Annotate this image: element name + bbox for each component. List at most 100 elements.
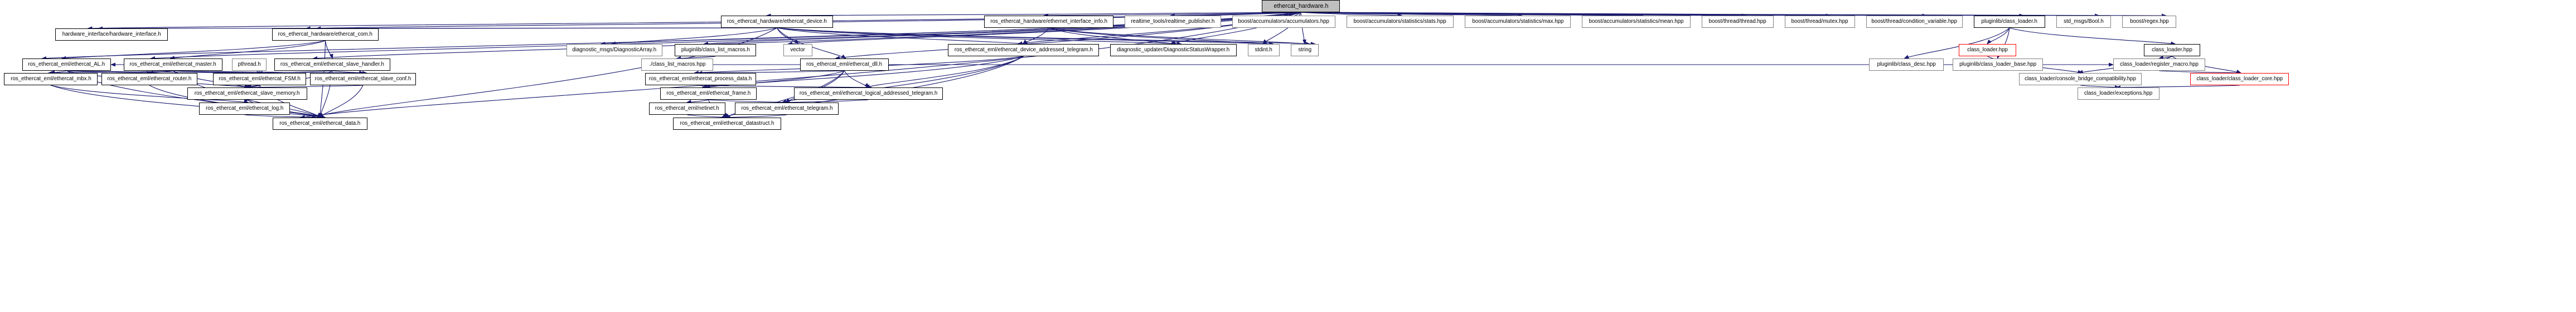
graph-node[interactable]: ros_ethercat_eml/ethercat_frame.h <box>660 87 757 100</box>
graph-node-label: ros_ethercat_eml/ethercat_AL.h <box>28 61 105 67</box>
graph-edge <box>777 27 1182 46</box>
graph-node[interactable]: pluginlib/class_desc.hpp <box>1869 58 1944 71</box>
graph-node[interactable]: hardware_interface/hardware_interface.h <box>55 28 168 41</box>
graph-node[interactable]: boost/regex.hpp <box>2122 16 2176 28</box>
graph-edge <box>1048 27 1269 46</box>
graph-edge <box>777 27 1274 46</box>
graph-node[interactable]: ros_ethercat_eml/ethercat_router.h <box>101 73 197 85</box>
graph-node-label: class_loader/register_macro.hpp <box>2120 61 2199 67</box>
graph-node[interactable]: boost/accumulators/statistics/max.hpp <box>1465 16 1571 28</box>
graph-node[interactable]: ros_ethercat_eml/ethercat_mbx.h <box>4 73 98 85</box>
graph-node[interactable]: boost/accumulators/accumulators.hpp <box>1232 16 1335 28</box>
graph-node[interactable]: ros_ethercat_hardware/ethercat_device.h <box>721 16 833 28</box>
graph-node-label: ros_ethercat_eml/ethercat_router.h <box>107 76 192 82</box>
graph-edge <box>87 12 1301 31</box>
graph-node-label: hardware_interface/hardware_interface.h <box>62 31 161 37</box>
graph-edge <box>1022 27 1049 45</box>
graph-node[interactable]: ros_ethercat_eml/ethercat_device_address… <box>948 44 1099 56</box>
graph-node[interactable]: ros_ethercat_eml/ethercat_slave_memory.h <box>187 87 307 100</box>
graph-node-label: boost/thread/mutex.hpp <box>1791 18 1848 25</box>
graph-node[interactable]: ros_ethercat_eml/ethercat_AL.h <box>22 58 111 71</box>
graph-node[interactable]: pluginlib/class_loader_base.hpp <box>1953 58 2043 71</box>
graph-node-label: ros_ethercat_hardware/ethernet_interface… <box>990 18 1107 25</box>
graph-node[interactable]: ros_ethercat_eml/ethercat_process_data.h <box>645 73 756 85</box>
graph-node-label: boost/accumulators/statistics/max.hpp <box>1472 18 1563 25</box>
graph-node-label: class_loader/exceptions.hpp <box>2084 90 2153 96</box>
graph-node[interactable]: diagnostic_msgs/DiagnosticArray.h <box>566 44 662 56</box>
graph-node[interactable]: class_loader.hpp <box>2144 44 2200 56</box>
graph-edge <box>170 40 326 60</box>
graph-node-label: ros_ethercat_eml/ethercat_dll.h <box>806 61 883 67</box>
graph-node[interactable]: class_loader/class_loader_core.hpp <box>2190 73 2289 85</box>
graph-node-label: pluginlib/class_list_macros.h <box>681 47 750 53</box>
graph-node-label: ros_ethercat_hardware/ethercat_com.h <box>278 31 373 37</box>
graph-node[interactable]: diagnostic_updater/DiagnosticStatusWrapp… <box>1110 44 1237 56</box>
graph-node-label: boost/accumulators/statistics/mean.hpp <box>1589 18 1684 25</box>
graph-node-label: ros_ethercat_eml/ethercat_process_data.h <box>649 76 752 82</box>
graph-node-label: boost/regex.hpp <box>2129 18 2169 25</box>
graph-node[interactable]: boost/thread/thread.hpp <box>1702 16 1774 28</box>
graph-node[interactable]: pthread.h <box>232 58 267 71</box>
graph-node-label: pluginlib/class_loader.h <box>1981 18 2038 25</box>
graph-node[interactable]: ros_ethercat_hardware/ethernet_interface… <box>984 16 1113 28</box>
graph-node-label: ros_ethercat_eml/ethercat_FSM.h <box>219 76 301 82</box>
graph-node[interactable]: ros_ethercat_eml/ethercat_datastruct.h <box>673 118 781 130</box>
graph-node-label: stdint.h <box>1255 47 1273 53</box>
graph-node[interactable]: class_loader/register_macro.hpp <box>2113 58 2205 71</box>
graph-node[interactable]: std_msgs/Bool.h <box>2056 16 2111 28</box>
graph-edge <box>776 27 799 45</box>
graph-node-label: ros_ethercat_eml/netinet.h <box>655 105 719 111</box>
graph-node-label: ros_ethercat_eml/ethercat_log.h <box>205 105 284 111</box>
graph-node[interactable]: ros_ethercat_eml/ethercat_slave_conf.h <box>310 73 416 85</box>
graph-node-label: class_loader.hpp <box>1967 47 2008 53</box>
graph-node[interactable]: stdint.h <box>1248 44 1280 56</box>
graph-node[interactable]: boost/thread/condition_variable.hpp <box>1866 16 1963 28</box>
graph-node[interactable]: ros_ethercat_eml/ethercat_log.h <box>199 103 290 115</box>
graph-node-label: ros_ethercat_hardware/ethercat_device.h <box>727 18 827 25</box>
graph-node[interactable]: class_loader/exceptions.hpp <box>2078 87 2159 100</box>
graph-node-label: ./class_list_macros.hpp <box>649 61 705 67</box>
graph-node-label: ros_ethercat_eml/ethercat_slave_memory.h <box>195 90 300 96</box>
graph-node[interactable]: boost/accumulators/statistics/stats.hpp <box>1347 16 1454 28</box>
graph-node[interactable]: boost/accumulators/statistics/mean.hpp <box>1582 16 1691 28</box>
graph-node-label: string <box>1298 47 1311 53</box>
graph-node[interactable]: class_loader.hpp <box>1959 44 2016 56</box>
graph-node-label: std_msgs/Bool.h <box>2064 18 2104 25</box>
graph-node[interactable]: ./class_list_macros.hpp <box>641 58 713 71</box>
graph-node[interactable]: ros_ethercat_eml/ethercat_data.h <box>273 118 367 130</box>
graph-node[interactable]: ros_ethercat_eml/ethercat_FSM.h <box>213 73 306 85</box>
graph-node[interactable]: ros_ethercat_eml/ethercat_slave_handler.… <box>274 58 390 71</box>
graph-node-label: boost/accumulators/accumulators.hpp <box>1238 18 1330 25</box>
graph-edge <box>325 40 333 59</box>
graph-node[interactable]: ros_ethercat_eml/ethercat_telegram.h <box>735 103 839 115</box>
graph-node-label: ros_ethercat_eml/ethercat_slave_handler.… <box>280 61 385 67</box>
graph-node[interactable]: string <box>1291 44 1319 56</box>
graph-node-label: class_loader/console_bridge_compatibilit… <box>2025 76 2136 82</box>
graph-edge <box>61 40 326 60</box>
graph-edge <box>611 27 777 46</box>
graph-edge <box>777 27 1029 46</box>
graph-node[interactable]: boost/thread/mutex.hpp <box>1785 16 1855 28</box>
graph-node-label: boost/thread/condition_variable.hpp <box>1871 18 1958 25</box>
graph-node-label: class_loader/class_loader_core.hpp <box>2196 76 2283 82</box>
graph-node[interactable]: ros_ethercat_eml/ethercat_dll.h <box>800 58 889 71</box>
graph-node-label: diagnostic_msgs/DiagnosticArray.h <box>572 47 657 53</box>
graph-node-label: class_loader.hpp <box>2152 47 2192 53</box>
graph-node[interactable]: ros_ethercat_eml/ethercat_logical_addres… <box>794 87 943 100</box>
graph-node[interactable]: ethercat_hardware.h <box>1262 0 1340 12</box>
graph-edge <box>1048 27 1311 46</box>
graph-node[interactable]: pluginlib/class_list_macros.h <box>675 44 756 56</box>
graph-node-label: ros_ethercat_eml/ethercat_datastruct.h <box>680 120 774 126</box>
graph-node[interactable]: ros_ethercat_eml/netinet.h <box>649 103 725 115</box>
graph-node-label: vector <box>790 47 806 53</box>
graph-node[interactable]: class_loader/console_bridge_compatibilit… <box>2019 73 2142 85</box>
graph-node[interactable]: ros_ethercat_eml/ethercat_master.h <box>124 58 222 71</box>
graph-node[interactable]: realtime_tools/realtime_publisher.h <box>1125 16 1221 28</box>
graph-node[interactable]: pluginlib/class_loader.h <box>1974 16 2045 28</box>
graph-node[interactable]: ros_ethercat_hardware/ethercat_com.h <box>272 28 379 41</box>
graph-node-label: ros_ethercat_eml/ethercat_telegram.h <box>741 105 832 111</box>
graph-node-label: ethercat_hardware.h <box>1274 2 1328 9</box>
graph-node[interactable]: vector <box>783 44 812 56</box>
graph-node-label: ros_ethercat_eml/ethercat_master.h <box>129 61 217 67</box>
